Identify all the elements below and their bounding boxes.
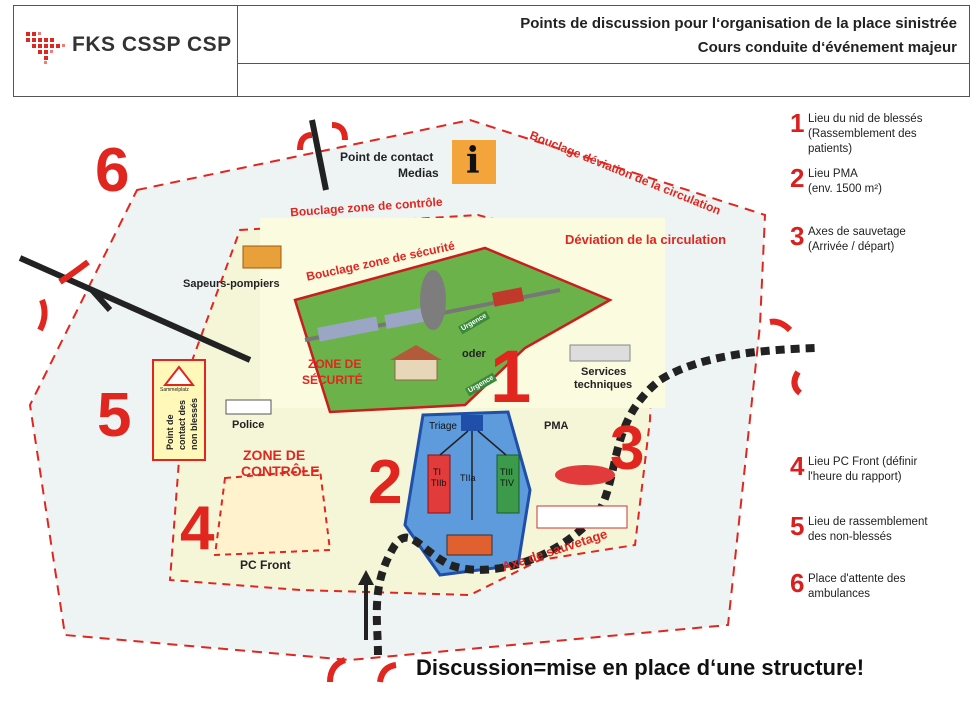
legend-text: Lieu de rassemblement des non-blessés bbox=[808, 516, 928, 543]
legend-item-5: 5 Lieu de rassemblement des non-blessés bbox=[790, 511, 928, 545]
diversion-label: Déviation de la circulation bbox=[565, 232, 727, 247]
contact-sign bbox=[152, 359, 206, 461]
helicopter bbox=[555, 465, 615, 485]
technical-label-1: Services bbox=[581, 366, 627, 378]
pma-label: PMA bbox=[544, 420, 569, 432]
legend-item-4: 4 Lieu PC Front (définir l'heure du rapp… bbox=[790, 451, 918, 485]
legend-number: 1 bbox=[790, 108, 805, 138]
map-number-1: 1 bbox=[490, 335, 532, 418]
turn-arrow-top-right bbox=[331, 122, 348, 141]
header: FKS CSSP CSP Points de discussion pour l… bbox=[13, 5, 970, 97]
smoke-plume bbox=[420, 270, 446, 330]
tiii-label-2: TIV bbox=[500, 478, 515, 488]
legend-text: Lieu PMA (env. 1500 m²) bbox=[808, 168, 882, 195]
title-line-1: Points de discussion pour l‘organisation… bbox=[520, 15, 957, 32]
legend-text: Axes de sauvetage (Arrivée / départ) bbox=[808, 226, 906, 253]
legend-number: 5 bbox=[790, 511, 805, 541]
technical-label-2: techniques bbox=[574, 379, 633, 391]
pc-front-area bbox=[213, 468, 332, 557]
turn-arrow-top-left bbox=[297, 132, 313, 151]
ti-box bbox=[427, 454, 451, 514]
oder-label: oder bbox=[462, 348, 486, 360]
rescue-axis-path bbox=[372, 344, 816, 656]
control-zone-line-2: CONTRÔLE bbox=[241, 463, 320, 479]
map-number-6: 6 bbox=[95, 136, 130, 205]
contact-sign-text: Point de contact des non blessés bbox=[154, 395, 204, 455]
contact-label-2: contact des bbox=[177, 399, 187, 450]
contact-label-1: Point de bbox=[165, 414, 175, 451]
firefighters-label: Sapeurs-pompiers bbox=[183, 278, 280, 290]
police-car bbox=[225, 399, 272, 415]
legend-number: 4 bbox=[790, 451, 805, 481]
security-zone-line-1: ZONE DE bbox=[308, 357, 362, 371]
entry-arrow-head bbox=[358, 570, 374, 585]
pc-front-label: PC Front bbox=[240, 558, 291, 572]
turn-arrow-right-1 bbox=[769, 318, 793, 333]
locomotive bbox=[491, 287, 525, 307]
security-zone-line-2: SÉCURITÉ bbox=[302, 373, 363, 387]
legend-item-1: 1 Lieu du nid de blessés (Rassemblement … bbox=[790, 108, 923, 157]
legend-number: 3 bbox=[790, 221, 805, 251]
info-icon: i bbox=[466, 140, 480, 182]
roadblock-left-bar bbox=[89, 287, 113, 313]
media-label-2: Medias bbox=[398, 166, 439, 180]
security-zone-field bbox=[293, 246, 613, 414]
legend-number: 2 bbox=[790, 163, 805, 193]
legend-number: 6 bbox=[790, 568, 805, 598]
ti-label-1: TI bbox=[433, 467, 441, 477]
org-name: FKS CSSP CSP bbox=[72, 33, 232, 56]
map-number-2: 2 bbox=[368, 448, 403, 517]
outer-loop-boundary bbox=[28, 118, 767, 662]
title-line-2: Cours conduite d‘événement majeur bbox=[697, 39, 957, 56]
ambulances-row bbox=[536, 505, 628, 529]
turn-arrow-bottom-1 bbox=[327, 657, 347, 683]
legend-item-6: 6 Place d'attente des ambulances bbox=[790, 568, 906, 602]
legend-text: Lieu PC Front (définir l'heure du rappor… bbox=[808, 456, 918, 483]
flow-arrow-left bbox=[439, 430, 469, 456]
legend-text: Place d'attente des ambulances bbox=[808, 573, 906, 600]
fire-truck bbox=[242, 245, 282, 269]
turn-arrow-left-2 bbox=[37, 298, 48, 332]
tiia-label: TIIa bbox=[460, 473, 476, 483]
title-box: Points de discussion pour l‘organisation… bbox=[238, 6, 969, 64]
house bbox=[394, 357, 438, 381]
ti-label-2: TIIb bbox=[431, 478, 447, 488]
logo-box: FKS CSSP CSP bbox=[14, 6, 238, 96]
roadblock-left bbox=[18, 255, 252, 363]
turn-arrow-left-1 bbox=[58, 259, 90, 285]
train-car-1 bbox=[317, 316, 379, 342]
pma-tent bbox=[446, 534, 493, 556]
house-roof bbox=[390, 345, 442, 360]
police-label: Police bbox=[232, 419, 265, 431]
map-number-3: 3 bbox=[610, 414, 645, 483]
discussion-caption: Discussion=mise en place d‘une structure… bbox=[416, 655, 865, 680]
legend-item-3: 3 Axes de sauvetage (Arrivée / départ) bbox=[790, 221, 906, 255]
contact-label-3: non blessés bbox=[189, 397, 199, 450]
warning-triangle-icon bbox=[162, 365, 196, 386]
sign-text: Sammelplatz bbox=[160, 387, 189, 393]
turn-arrow-bottom-2 bbox=[377, 662, 397, 683]
map-number-4: 4 bbox=[180, 494, 215, 563]
tech-truck bbox=[569, 344, 631, 362]
legend-item-2: 2 Lieu PMA (env. 1500 m²) bbox=[790, 163, 882, 197]
control-zone-line-1: ZONE DE bbox=[243, 447, 306, 463]
fks-logo-icon bbox=[26, 32, 65, 64]
triage-label: Triage bbox=[429, 421, 457, 432]
flow-arrow-right bbox=[477, 430, 507, 456]
triage-box bbox=[461, 415, 483, 431]
info-sign bbox=[452, 140, 496, 184]
turn-arrow-right-2 bbox=[791, 370, 803, 396]
roadblock-top bbox=[309, 119, 329, 191]
media-label-1: Point de contact bbox=[340, 150, 434, 164]
tiii-box bbox=[496, 454, 520, 514]
map-number-5: 5 bbox=[97, 381, 132, 450]
tiii-label-1: TIII bbox=[500, 467, 513, 477]
legend-text: Lieu du nid de blessés (Rassemblement de… bbox=[808, 113, 923, 155]
